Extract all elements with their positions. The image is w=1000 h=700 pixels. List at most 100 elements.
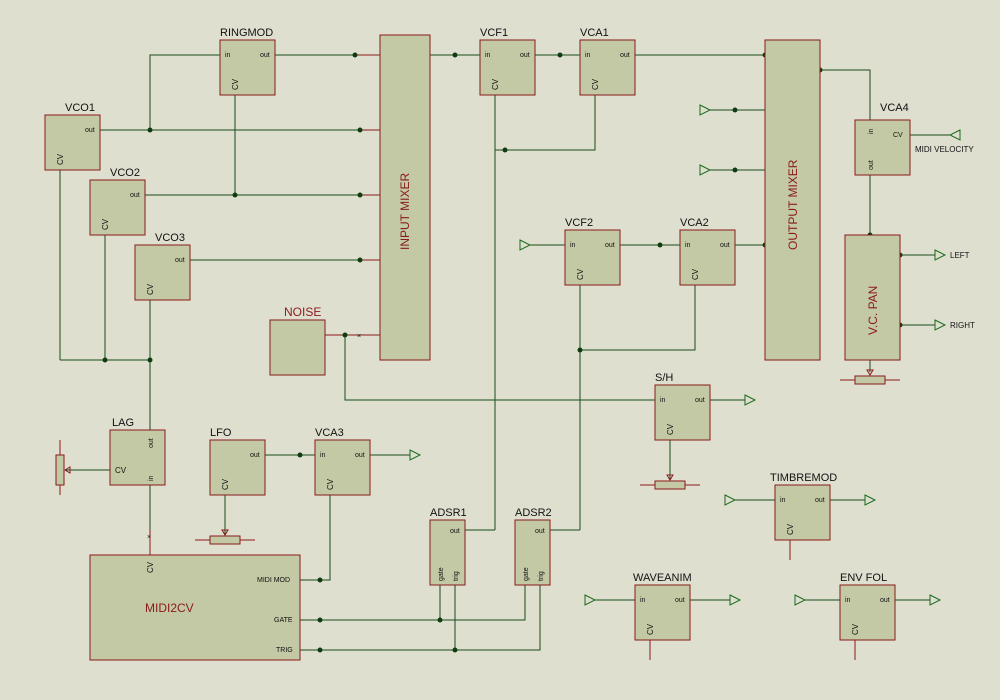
waveanim-title: WAVEANIM — [633, 572, 692, 584]
midi2cv-trig-pin: TRIG — [276, 647, 293, 654]
wire-outmixer-vca4 — [820, 69, 871, 120]
vc-pan-title: V.C. PAN — [866, 286, 880, 335]
module-lfo[interactable]: LFO out CV — [209, 427, 266, 496]
module-vca2[interactable]: VCA2 in out CV — [679, 217, 736, 286]
port-arrow-wave-in — [584, 594, 597, 606]
module-vca1[interactable]: VCA1 in out CV — [579, 27, 636, 96]
waveanim-in-pin: in — [640, 597, 646, 604]
lfo-pot[interactable] — [195, 529, 255, 545]
module-vco3[interactable]: VCO3 out CV — [134, 232, 191, 301]
port-arrow-midi-velocity — [948, 129, 961, 141]
wire-noise-sh — [344, 335, 655, 401]
left-output-label: LEFT — [950, 251, 970, 260]
vca2-out-pin: out — [720, 242, 730, 249]
vcf1-out-pin: out — [520, 52, 530, 59]
port-arrow-wave-out — [729, 594, 742, 606]
vca3-out-pin: out — [355, 452, 365, 459]
vcf2-in-pin: in — [570, 242, 576, 249]
module-vc-pan[interactable]: V.C. PAN — [844, 234, 901, 361]
port-arrow-vcf2-in — [519, 239, 532, 251]
vcf1-cv-pin: CV — [491, 78, 500, 90]
svg-text:×: × — [147, 534, 151, 541]
sh-title: S/H — [655, 372, 673, 384]
module-vcf1[interactable]: VCF1 in out CV — [479, 27, 536, 96]
pan-pot[interactable] — [840, 369, 900, 385]
timbremod-out-pin: out — [815, 497, 825, 504]
vco1-cv-pin: CV — [56, 153, 65, 165]
env-fol-in-pin: in — [845, 597, 851, 604]
timbremod-in-pin: in — [780, 497, 786, 504]
wire-vco1-ringmod-in — [149, 54, 220, 130]
port-arrow-outmix-3 — [699, 164, 712, 176]
vca2-title: VCA2 — [680, 217, 709, 229]
module-waveanim[interactable]: WAVEANIM in out CV — [633, 572, 692, 641]
module-input-mixer[interactable]: INPUT MIXER — [379, 34, 431, 361]
env-fol-title: ENV FOL — [840, 572, 887, 584]
midi-velocity-label: MIDI VELOCITY — [915, 145, 974, 154]
vco3-cv-pin: CV — [146, 283, 155, 295]
lfo-cv-pin: CV — [221, 478, 230, 490]
port-arrow-right — [934, 319, 947, 331]
vco1-out-pin: out — [85, 127, 95, 134]
adsr1-title: ADSR1 — [430, 507, 467, 519]
vca4-in-pin: in — [868, 128, 875, 134]
vca1-in-pin: in — [585, 52, 591, 59]
midi2cv-midi-mod-pin: MIDI MOD — [257, 577, 290, 584]
module-timbremod[interactable]: TIMBREMOD in out CV — [770, 472, 837, 541]
module-lag[interactable]: LAG out CV in — [109, 417, 166, 486]
timbremod-title: TIMBREMOD — [770, 472, 837, 484]
port-arrow-left — [934, 249, 947, 261]
module-adsr1[interactable]: ADSR1 out gate trig — [429, 507, 467, 586]
module-output-mixer[interactable]: OUTPUT MIXER — [764, 39, 821, 361]
module-env-fol[interactable]: ENV FOL in out CV — [839, 572, 896, 641]
vco2-title: VCO2 — [110, 167, 140, 179]
waveanim-out-pin: out — [675, 597, 685, 604]
module-sh[interactable]: S/H in out CV — [654, 372, 711, 441]
vca1-title: VCA1 — [580, 27, 609, 39]
output-mixer-title: OUTPUT MIXER — [786, 159, 800, 250]
vca3-title: VCA3 — [315, 427, 344, 439]
port-arrow-timbre-out — [864, 494, 877, 506]
module-vcf2[interactable]: VCF2 in out CV — [564, 217, 621, 286]
module-ringmod[interactable]: RINGMOD in out CV — [219, 27, 276, 96]
adsr2-trig-pin: trig — [538, 571, 545, 581]
ringmod-title: RINGMOD — [220, 27, 273, 39]
module-adsr2[interactable]: ADSR2 out gate trig — [514, 507, 552, 586]
vcf2-cv-pin: CV — [576, 268, 585, 280]
module-vco1[interactable]: VCO1 out CV — [44, 102, 101, 171]
midi2cv-title: MIDI2CV — [145, 601, 194, 615]
lag-pot[interactable] — [55, 440, 71, 495]
module-midi2cv[interactable]: MIDI2CV CV MIDI MOD GATE TRIG — [89, 554, 301, 661]
adsr1-out-pin: out — [450, 528, 460, 535]
module-vca4[interactable]: VCA4 in CV out — [854, 102, 911, 176]
module-vca3[interactable]: VCA3 in out CV — [314, 427, 371, 496]
pin-stubs — [149, 54, 856, 660]
module-noise[interactable]: NOISE — [269, 305, 326, 376]
wire-gate-bus — [300, 585, 526, 621]
input-mixer-title: INPUT MIXER — [398, 173, 412, 250]
port-arrow-envfol-in — [794, 594, 807, 606]
wire-vca1-cv — [495, 95, 596, 151]
vco3-title: VCO3 — [155, 232, 185, 244]
env-fol-out-pin: out — [880, 597, 890, 604]
sh-cv-pin: CV — [666, 423, 675, 435]
midi2cv-cv-pin: CV — [146, 561, 155, 573]
port-arrow-sh-out — [744, 394, 757, 406]
lag-title: LAG — [112, 417, 134, 429]
potentiometers — [55, 369, 900, 545]
port-arrow-outmix-2 — [699, 104, 712, 116]
sh-pot[interactable] — [640, 474, 700, 490]
noise-title: NOISE — [284, 305, 321, 319]
vca1-cv-pin: CV — [591, 78, 600, 90]
lfo-out-pin: out — [250, 452, 260, 459]
waveanim-cv-pin: CV — [646, 623, 655, 635]
svg-text:×: × — [357, 333, 361, 340]
module-vco2[interactable]: VCO2 out CV — [89, 167, 146, 236]
vco2-cv-pin: CV — [101, 218, 110, 230]
adsr1-gate-pin: gate — [438, 567, 445, 581]
sh-in-pin: in — [660, 397, 666, 404]
vca4-out-pin: out — [868, 160, 875, 170]
vca1-out-pin: out — [620, 52, 630, 59]
port-arrow-envfol-out — [929, 594, 942, 606]
